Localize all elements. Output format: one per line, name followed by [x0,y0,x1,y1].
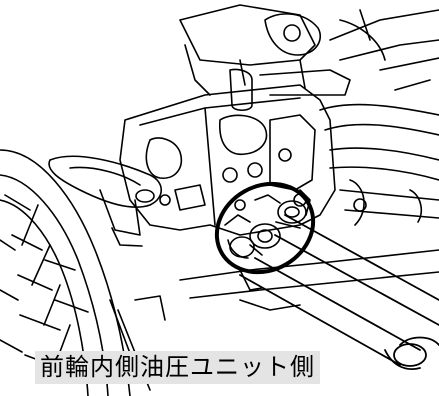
steering-arm [48,155,163,247]
right-pipes [319,57,439,226]
caption-label: 前輪内側油圧ユニット側 [35,351,320,384]
highlight-circle [214,181,316,275]
base-frame [179,249,439,311]
hose-fittings [224,189,311,291]
transmission-housing [119,84,336,236]
hydraulic-pipes [239,214,439,370]
top-mechanism [179,4,439,112]
